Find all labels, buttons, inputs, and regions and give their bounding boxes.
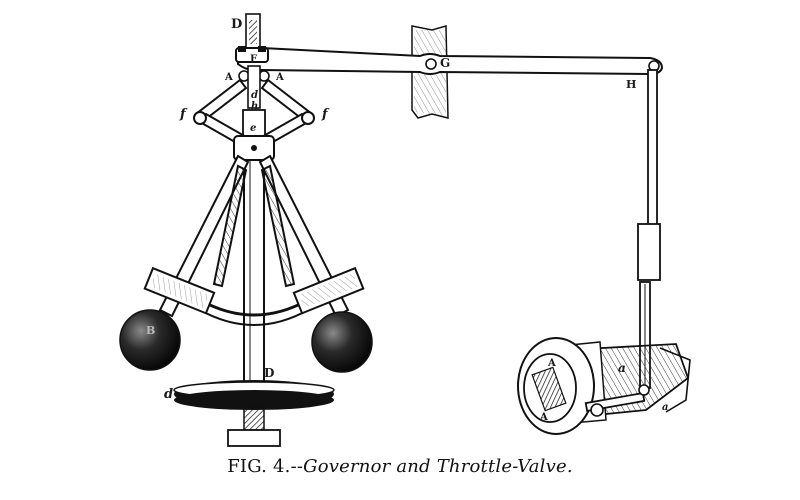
throttle-valve [517, 337, 691, 435]
label-valve-a-top: A [547, 358, 556, 369]
caption-separator: -- [290, 456, 304, 477]
pulley [173, 380, 335, 447]
label-link-lower: h [251, 101, 258, 112]
diagram-labels: D F A A d h e f f G H B D d A A a a [146, 17, 668, 423]
label-sleeve: e [250, 123, 256, 134]
label-valve-a-bottom: A [539, 412, 548, 423]
ball-arms [158, 154, 350, 318]
label-joint-left: f [179, 107, 188, 122]
figure-caption: FIG. 4.--Governor and Throttle-Valve. [0, 456, 800, 477]
flyball-left [119, 309, 181, 371]
label-joint-right: f [321, 107, 330, 122]
label-fulcrum: G [440, 56, 450, 70]
label-collar: F [250, 54, 257, 65]
flyball-right [311, 311, 373, 373]
label-valve-spindle: a [618, 361, 626, 375]
figure-title: Governor and Throttle-Valve. [303, 456, 573, 477]
label-ball: B [146, 324, 155, 337]
label-pulley: d [164, 387, 173, 402]
lower-links [143, 266, 365, 326]
label-pivot-left: A [224, 72, 233, 83]
connecting-rod [637, 69, 661, 389]
collar-assembly [235, 13, 270, 141]
label-pivot-right: A [275, 72, 284, 83]
label-spindle-top: D [231, 17, 242, 32]
label-link-upper: d [251, 90, 258, 101]
label-lever-end: H [626, 78, 636, 91]
label-spindle-bottom: D [264, 366, 274, 380]
label-pipe-right: a [662, 402, 668, 413]
figure-number: FIG. 4. [227, 456, 291, 477]
